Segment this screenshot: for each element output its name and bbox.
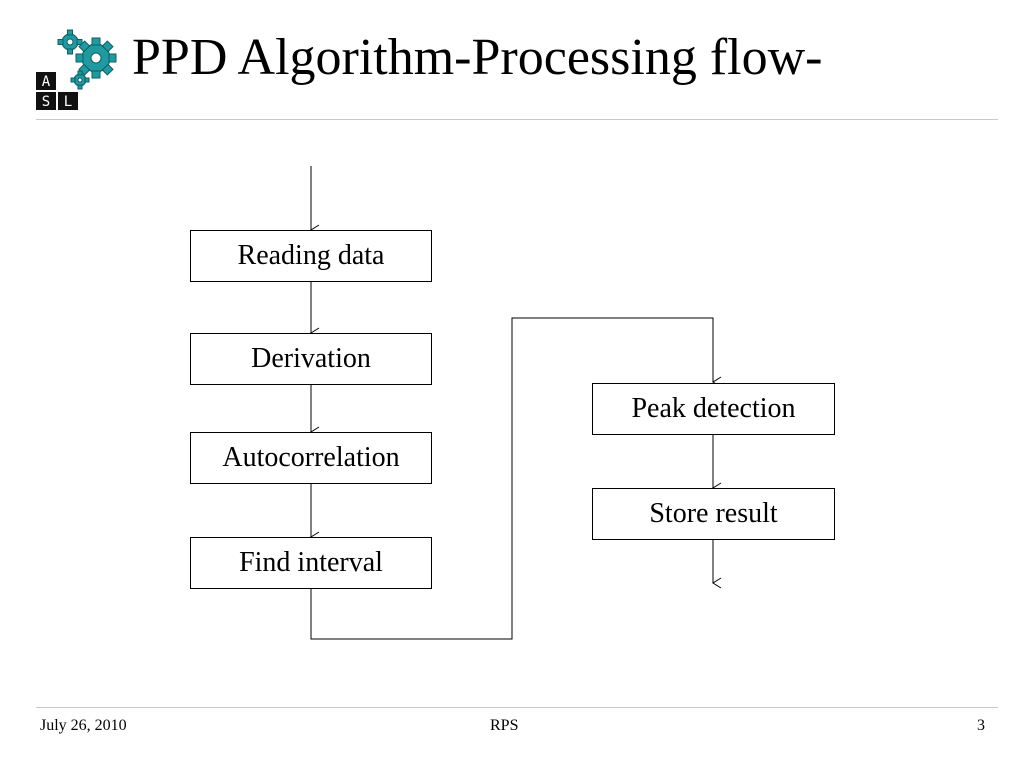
footer-date: July 26, 2010 [40, 717, 127, 734]
connector-find-interval-to-peak-detection [310, 317, 722, 640]
step-find-interval: Find interval [190, 537, 432, 589]
step-store-result: Store result [592, 488, 835, 540]
svg-text:A: A [42, 74, 51, 90]
step-derivation: Derivation [190, 333, 432, 385]
asl-logo: A S L [36, 29, 117, 110]
slide-title: PPD Algorithm-Processing flow- [132, 29, 823, 86]
step-peak-detection: Peak detection [592, 383, 835, 435]
page-number: 3 [977, 717, 985, 734]
footer-center-text: RPS [490, 717, 519, 734]
asl-letter-blocks: A S L [36, 72, 78, 110]
step-reading-data: Reading data [190, 230, 432, 282]
gear-icon [57, 29, 83, 55]
title-divider [36, 119, 998, 120]
footer-divider [36, 707, 998, 708]
svg-text:L: L [64, 94, 72, 110]
gear-icon [75, 37, 117, 79]
gear-icon [70, 70, 90, 90]
step-autocorrelation: Autocorrelation [190, 432, 432, 484]
svg-text:S: S [42, 94, 50, 110]
